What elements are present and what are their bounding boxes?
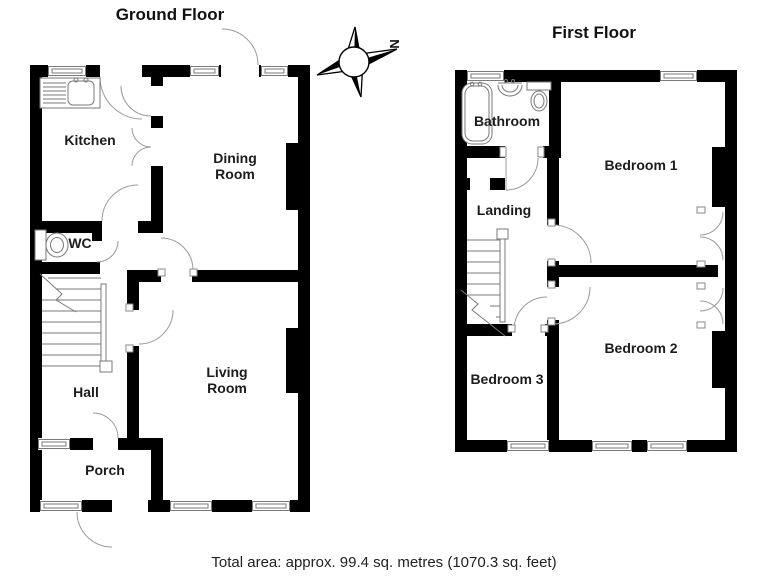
window-icon — [170, 501, 212, 511]
window-icon — [40, 501, 82, 511]
first-floor-plan: First Floor — [455, 23, 737, 452]
door-arc — [92, 412, 119, 439]
cupboard-door-arc — [699, 300, 724, 325]
window-icon — [647, 441, 687, 451]
stairs-icon — [39, 273, 113, 373]
kitchen-sink-icon — [39, 77, 101, 109]
door-arc — [552, 224, 592, 264]
bathtub-icon — [461, 81, 493, 145]
door-arc — [552, 286, 591, 325]
ground-floor-door-arcs — [76, 28, 259, 548]
window-icon — [48, 66, 86, 76]
window-icon — [660, 71, 697, 81]
door-arc — [120, 85, 152, 117]
compass-rose-icon: N — [316, 26, 402, 98]
bedroom1-chimney-breast — [712, 147, 737, 207]
ground-floor-plan: Ground Floor — [30, 5, 310, 548]
door-arc — [131, 127, 152, 148]
first-floor-door-arcs — [505, 157, 724, 331]
window-icon — [261, 66, 288, 76]
cupboard-door-arc — [699, 211, 724, 236]
door-arc — [101, 184, 139, 222]
bedroom2-chimney-breast — [712, 331, 737, 388]
room-label-dining-line1: Dining — [213, 150, 257, 166]
door-arc — [96, 240, 119, 263]
window-icon — [507, 441, 549, 451]
cupboard-door-arc — [699, 236, 724, 261]
room-label-porch: Porch — [85, 462, 125, 478]
first-floor-door-jambs — [499, 146, 706, 333]
room-label-bedroom1: Bedroom 1 — [604, 157, 677, 173]
toilet-icon — [526, 81, 552, 112]
door-arc — [505, 157, 539, 191]
window-icon — [467, 71, 504, 81]
room-label-dining-line2: Room — [215, 166, 255, 182]
door-arc — [160, 237, 194, 271]
washbasin-icon — [497, 79, 523, 97]
room-label-bathroom: Bathroom — [474, 113, 540, 129]
living-chimney-breast — [286, 328, 310, 393]
toilet-icon — [34, 229, 69, 261]
room-label-wc: WC — [68, 235, 91, 251]
total-area-caption: Total area: approx. 99.4 sq. metres (107… — [211, 554, 556, 571]
window-icon — [190, 66, 219, 76]
room-label-living-line2: Room — [207, 380, 247, 396]
compass-north-label: N — [387, 39, 402, 48]
room-label-hall: Hall — [73, 384, 99, 400]
room-label-bedroom2: Bedroom 2 — [604, 340, 677, 356]
dining-chimney-breast — [286, 143, 310, 210]
room-label-kitchen: Kitchen — [64, 132, 115, 148]
room-label-living-line1: Living — [206, 364, 247, 380]
window-icon — [38, 439, 70, 449]
room-label-landing: Landing — [477, 202, 531, 218]
room-label-bedroom3: Bedroom 3 — [470, 371, 543, 387]
ground-floor-windows — [38, 66, 290, 511]
door-arc — [131, 146, 152, 167]
first-floor-windows — [467, 71, 697, 451]
ground-floor-door-jambs — [125, 268, 198, 353]
cupboard-door-arc — [699, 287, 724, 312]
door-arc — [138, 309, 174, 345]
first-floor-title: First Floor — [552, 23, 636, 42]
door-arc — [76, 511, 113, 548]
door-arc — [99, 76, 143, 120]
door-arc — [221, 28, 259, 66]
window-icon — [592, 441, 632, 451]
stairs-icon — [460, 228, 509, 337]
ground-floor-title: Ground Floor — [116, 5, 225, 24]
window-icon — [252, 501, 290, 511]
